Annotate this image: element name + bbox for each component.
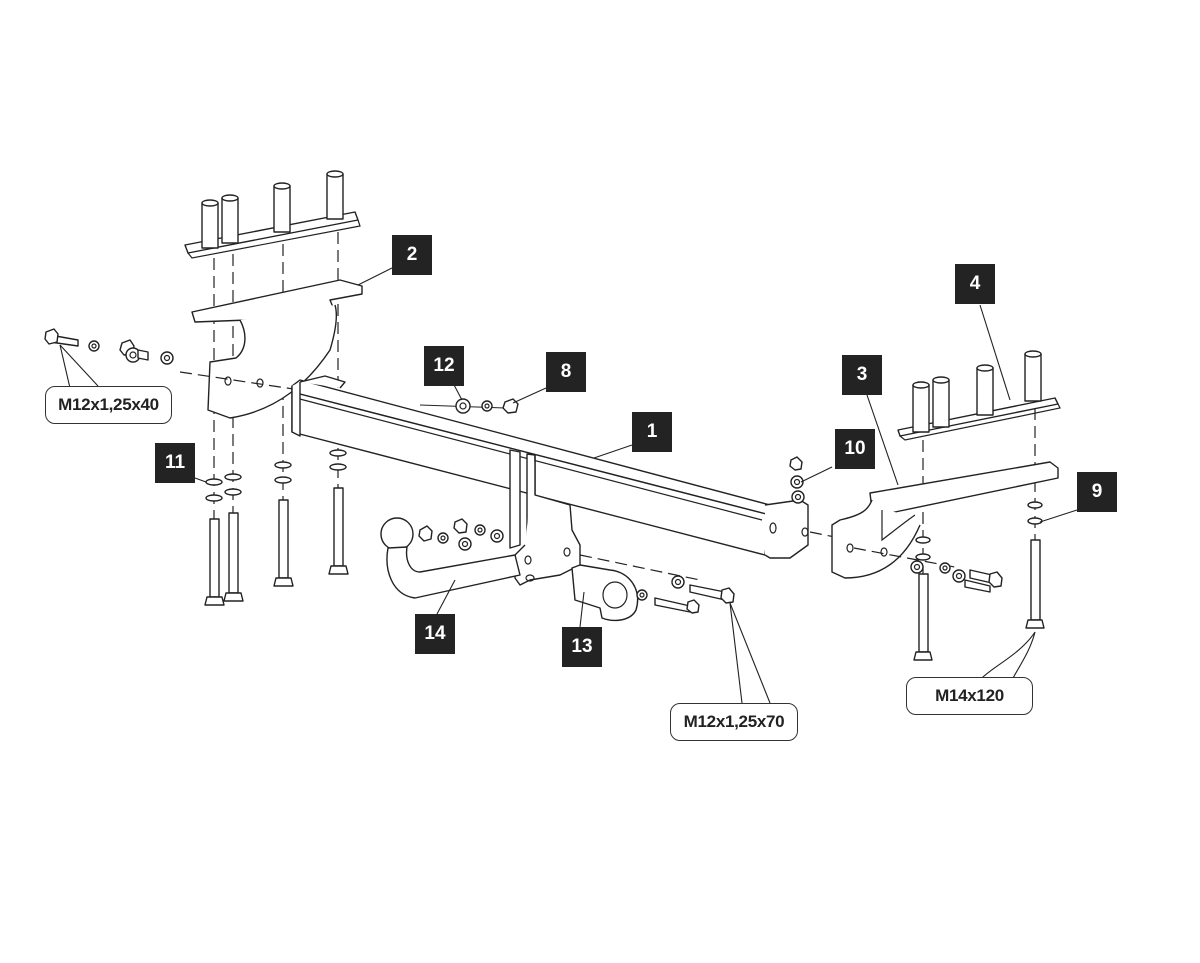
socket-plate [571, 554, 735, 622]
bolt-spec-right: M14x120 [906, 677, 1033, 715]
callout-badge-13: 13 [562, 627, 602, 667]
callout-badge-3: 3 [842, 355, 882, 395]
callout-badge-9: 9 [1077, 472, 1117, 512]
nut-washer-10 [789, 456, 805, 504]
washer-nut-12-8 [419, 398, 519, 414]
tow-ball-neck [380, 517, 521, 599]
bolt-spec-center: M12x1,25x70 [670, 703, 798, 741]
bolt-spec-left: M12x1,25x40 [45, 386, 172, 424]
callout-badge-8: 8 [546, 352, 586, 392]
callout-badge-4: 4 [955, 264, 995, 304]
callout-badge-14: 14 [415, 614, 455, 654]
callout-badge-11: 11 [155, 443, 195, 483]
left-bolts [204, 449, 349, 606]
right-mounting-bracket [831, 461, 1059, 593]
callout-badge-2: 2 [392, 235, 432, 275]
right-spacer-plate [897, 350, 1061, 441]
callout-badge-12: 12 [424, 346, 464, 386]
leader-lines [59, 267, 1078, 704]
callout-badge-10: 10 [835, 429, 875, 469]
left-spacer-plate [184, 170, 361, 259]
left-mounting-bracket [191, 279, 363, 419]
callout-badge-1: 1 [632, 412, 672, 452]
left-bolt-set [44, 328, 174, 365]
right-bolts [913, 501, 1045, 661]
